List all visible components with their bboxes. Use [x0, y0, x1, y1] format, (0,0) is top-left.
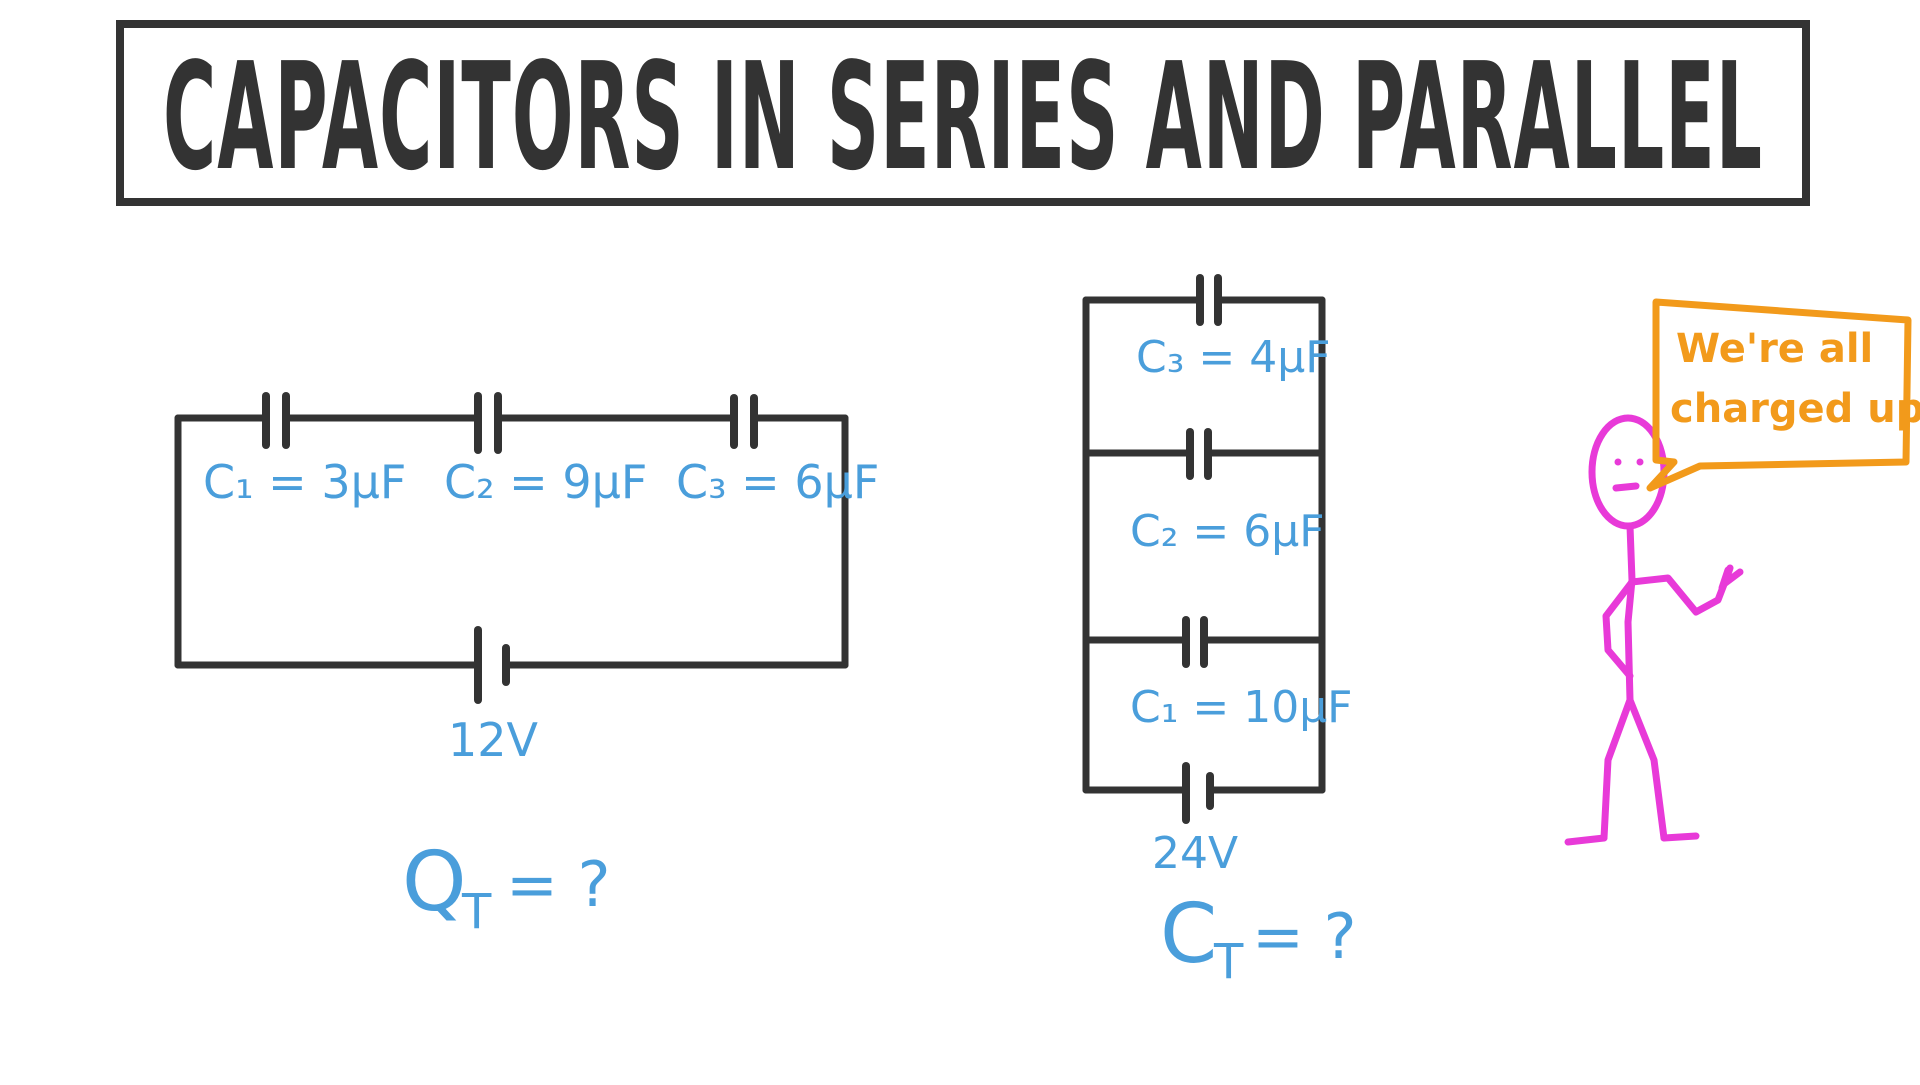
parallel-capacitor-c1-symbol	[1182, 616, 1208, 668]
parallel-battery-symbol	[1182, 762, 1214, 824]
page-title: CAPACITORS IN SERIES AND PARALLEL	[163, 31, 1763, 203]
speech-bubble-outline	[1646, 298, 1912, 492]
stick-figure-body	[1624, 522, 1636, 704]
parallel-question-symbol: C	[1160, 887, 1217, 982]
parallel-capacitor-c2-symbol	[1186, 428, 1212, 480]
parallel-capacitor-c3-symbol	[1196, 274, 1222, 326]
stick-figure	[1564, 414, 1744, 846]
series-question: Q T = ?	[402, 835, 611, 940]
title-frame	[116, 20, 1810, 206]
speech-bubble: We're all charged up!	[1646, 298, 1920, 492]
series-capacitor-c1-symbol	[262, 392, 290, 449]
parallel-circuit: C₃ = 4μF C₂ = 6μF C₁ = 10μF	[1082, 274, 1357, 990]
stick-figure-eye-left	[1614, 458, 1622, 466]
series-label-c1: C₁ = 3μF	[203, 455, 406, 509]
title-box: CAPACITORS IN SERIES AND PARALLEL	[116, 20, 1810, 206]
series-label-voltage: 12V	[448, 713, 539, 767]
series-label-c3: C₃ = 6μF	[676, 455, 879, 509]
parallel-label-c3: C₃ = 4μF	[1136, 332, 1331, 383]
speech-bubble-line1: We're all	[1676, 326, 1873, 372]
stick-figure-mouth	[1612, 482, 1640, 492]
series-capacitor-c2-symbol	[474, 392, 502, 454]
stick-figure-arm-right	[1628, 564, 1734, 616]
stick-figure-arm-left	[1602, 578, 1636, 680]
stick-figure-foot-left	[1564, 834, 1608, 846]
series-capacitor-c3-symbol	[730, 394, 758, 449]
series-label-c2: C₂ = 9μF	[444, 455, 647, 509]
stick-figure-foot-right	[1660, 832, 1700, 842]
series-circuit: C₁ = 3μF C₂ = 9μF C₃ = 6μF 12V Q T = ?	[174, 392, 879, 940]
parallel-label-c1: C₁ = 10μF	[1130, 682, 1353, 733]
parallel-question-subscript: T	[1213, 934, 1244, 990]
stick-figure-hand-right-2	[1720, 568, 1744, 588]
stick-figure-leg-right	[1626, 696, 1668, 842]
speech-bubble-line2: charged up!	[1670, 386, 1920, 432]
parallel-question: C T = ?	[1160, 887, 1357, 990]
parallel-label-voltage: 24V	[1152, 828, 1238, 879]
series-question-rest: = ?	[506, 848, 611, 921]
stick-figure-leg-left	[1600, 696, 1634, 842]
parallel-question-rest: = ?	[1252, 900, 1357, 973]
series-battery-symbol	[474, 626, 510, 704]
parallel-label-c2: C₂ = 6μF	[1130, 506, 1325, 557]
series-question-symbol: Q	[402, 835, 467, 930]
stick-figure-eye-right	[1636, 458, 1644, 466]
series-question-subscript: T	[461, 884, 492, 940]
